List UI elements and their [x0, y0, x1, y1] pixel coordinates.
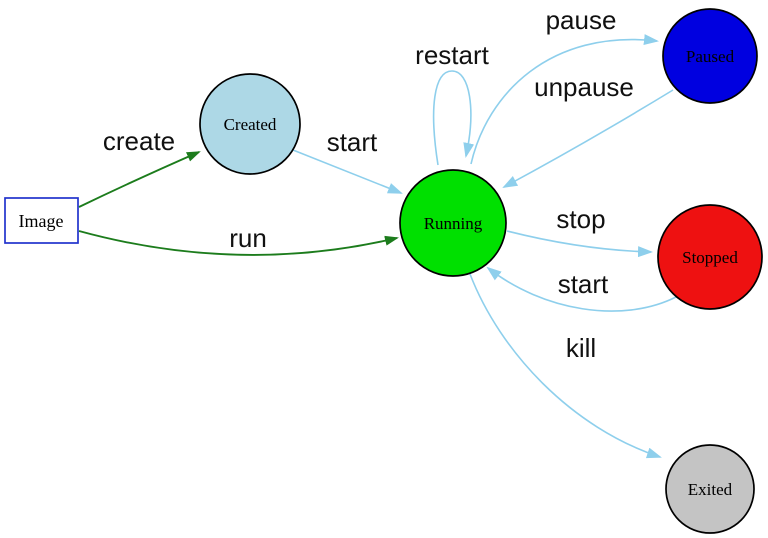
- paused-circle: [662, 8, 758, 104]
- edge-pause-label: pause: [546, 5, 617, 35]
- edge-start-stopped-running-label: start: [558, 269, 609, 299]
- created-label: Created: [224, 115, 277, 134]
- edge-start-created-running-arrow: [292, 149, 403, 194]
- edge-restart-selfloop-arrow: [432, 70, 475, 166]
- stopped-label: Stopped: [682, 248, 738, 267]
- node-exited: Exited: [665, 444, 755, 534]
- running-circle: [399, 169, 507, 277]
- paused-label: Paused: [686, 47, 735, 66]
- edge-unpause-arrow: [502, 89, 674, 188]
- node-paused: Paused: [662, 8, 758, 104]
- node-image: Image: [4, 197, 79, 244]
- running-label: Running: [424, 214, 483, 233]
- edge-run-label: run: [229, 223, 267, 253]
- edge-start-created-running-label: start: [327, 127, 378, 157]
- node-running: Running: [399, 169, 507, 277]
- node-created: Created: [199, 73, 301, 175]
- edge-pause-arrow: [470, 34, 659, 165]
- image-box: [4, 197, 79, 244]
- image-label: Image: [19, 211, 64, 231]
- edge-start-stopped-running-arrow: [486, 266, 677, 312]
- created-circle: [199, 73, 301, 175]
- edge-kill-label: kill: [566, 333, 596, 363]
- edge-unpause-label: unpause: [534, 72, 634, 102]
- stopped-circle: [657, 204, 763, 310]
- exited-circle: [665, 444, 755, 534]
- edge-kill-arrow: [469, 273, 662, 459]
- edge-stop-label: stop: [556, 204, 605, 234]
- edge-stop-arrow: [506, 230, 653, 258]
- node-stopped: Stopped: [657, 204, 763, 310]
- edge-run-arrow: [78, 230, 399, 256]
- edge-create-label: create: [103, 126, 175, 156]
- edge-restart-label: restart: [415, 40, 489, 70]
- exited-label: Exited: [688, 480, 733, 499]
- edge-create-arrow: [78, 151, 201, 208]
